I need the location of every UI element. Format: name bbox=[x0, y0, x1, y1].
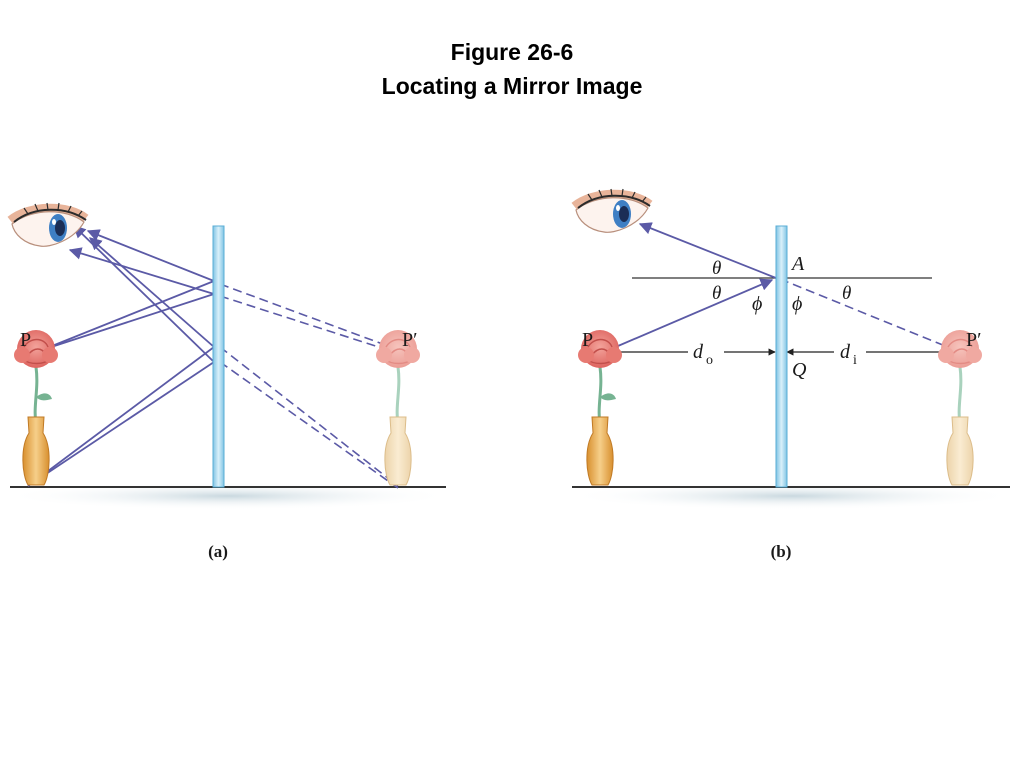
mirror-b bbox=[775, 225, 788, 488]
floor-shadow bbox=[3, 482, 453, 510]
reflected-ray bbox=[638, 222, 777, 279]
panel-a: P P′ (a) bbox=[3, 203, 453, 561]
image-distance-d: d bbox=[840, 341, 851, 363]
phi-label-left: ϕ bbox=[752, 293, 762, 315]
floor-shadow-b bbox=[567, 482, 1017, 510]
image-distance-sub: i bbox=[853, 353, 857, 368]
mirror-a bbox=[212, 225, 225, 488]
object-label-a: P bbox=[20, 329, 31, 351]
object-distance-d: d bbox=[693, 341, 704, 363]
eye-icon-b bbox=[574, 189, 650, 232]
rose-vase-icon bbox=[12, 328, 60, 487]
panel-b: P P′ A Q θ θ θ ϕ ϕ d o d i (b) bbox=[567, 189, 1017, 561]
object-label-b: P bbox=[582, 329, 593, 351]
theta-label-incident: θ bbox=[712, 283, 721, 304]
object-distance-sub: o bbox=[706, 353, 713, 368]
rose-vase-icon-b bbox=[576, 328, 624, 487]
figure-number: Figure 26-6 bbox=[450, 39, 574, 65]
caption-a: (a) bbox=[208, 542, 228, 561]
phi-label-right: ϕ bbox=[792, 293, 802, 315]
rose-vase-image-icon bbox=[374, 328, 422, 487]
figure-title: Locating a Mirror Image bbox=[381, 73, 643, 99]
virtual-rays bbox=[219, 283, 399, 489]
virtual-ray-b bbox=[779, 278, 961, 353]
image-label-b: P′ bbox=[966, 329, 982, 351]
rose-vase-image-icon-b bbox=[936, 328, 984, 487]
theta-label-virtual: θ bbox=[842, 283, 851, 304]
point-q-label: Q bbox=[792, 359, 807, 381]
eye-icon bbox=[10, 203, 86, 246]
theta-label-top: θ bbox=[712, 258, 721, 279]
real-rays bbox=[27, 225, 215, 487]
image-label-a: P′ bbox=[402, 329, 418, 351]
incident-ray bbox=[603, 278, 774, 353]
caption-b: (b) bbox=[771, 542, 792, 561]
point-a-label: A bbox=[790, 253, 805, 275]
